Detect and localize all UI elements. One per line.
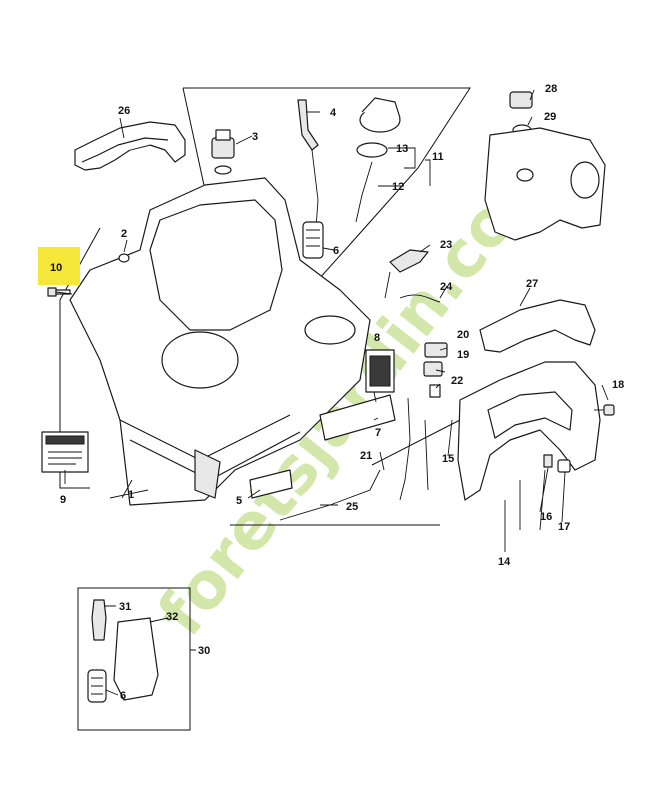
part-20-switch — [424, 342, 448, 358]
part-7-label — [319, 394, 396, 441]
part-26-handle-cover — [74, 121, 186, 171]
part-23-trigger — [384, 249, 429, 299]
part-18-screw — [594, 404, 615, 416]
part-22-contact — [429, 384, 441, 398]
callout-10-highlight — [38, 247, 80, 285]
callout-29: 29 — [544, 111, 556, 123]
callout-24: 24 — [440, 281, 453, 293]
callout-15: 15 — [442, 453, 454, 465]
part-17-spacer — [557, 459, 571, 473]
callout-26: 26 — [118, 105, 130, 117]
part-1-main-housing — [69, 177, 371, 506]
part-12-strap — [355, 161, 373, 223]
leader-lines — [55, 89, 609, 696]
part-4-pickup — [297, 99, 319, 229]
callout-31: 31 — [119, 601, 131, 613]
part-6-fuel-filter — [302, 221, 324, 259]
callout-12: 12 — [392, 181, 404, 193]
part-16-screw — [543, 454, 553, 468]
part-21-wire — [399, 397, 429, 501]
callout-8: 8 — [374, 332, 380, 344]
callout-7: 7 — [375, 427, 381, 439]
callout-3: 3 — [252, 131, 258, 143]
callout-27: 27 — [526, 278, 538, 290]
callout-32: 32 — [166, 611, 178, 623]
callout-21: 21 — [360, 450, 372, 462]
part-14-handle-half — [457, 361, 601, 501]
callout-19: 19 — [457, 349, 469, 361]
callout-25: 25 — [346, 501, 358, 513]
callout-9: 9 — [60, 494, 66, 506]
callout-2: 2 — [121, 228, 127, 240]
part-2-nut — [118, 253, 130, 263]
callout-20: 20 — [457, 329, 469, 341]
part-25-wire — [279, 469, 381, 521]
callout-6: 6 — [333, 245, 339, 257]
part-9-decal — [41, 431, 89, 473]
throttle-housing — [484, 127, 606, 241]
callout-4: 4 — [330, 107, 337, 119]
callout-10: 10 — [50, 262, 62, 274]
callout-30: 30 — [198, 645, 210, 657]
callout-14: 14 — [498, 556, 511, 568]
callout-13: 13 — [396, 143, 408, 155]
callout-5: 5 — [236, 495, 242, 507]
part-13-fuel-cap — [356, 97, 401, 158]
callout-22: 22 — [451, 375, 463, 387]
callout-18: 18 — [612, 379, 624, 391]
assembly-frame — [183, 87, 471, 301]
callout-17: 17 — [558, 521, 570, 533]
part-8-label — [365, 349, 395, 393]
callout-1: 1 — [128, 489, 134, 501]
service-kit-inset — [77, 587, 191, 731]
callout-16: 16 — [540, 511, 552, 523]
part-24-cable — [399, 294, 441, 303]
callout-6b: 6 — [120, 690, 126, 702]
callout-11: 11 — [432, 151, 444, 163]
callout-28: 28 — [545, 83, 557, 95]
assembly-frame-right — [230, 419, 461, 526]
part-3-fitting — [211, 129, 235, 175]
part-27-handle-cover — [479, 299, 596, 353]
callout-23: 23 — [440, 239, 452, 251]
part-19-switch — [423, 361, 443, 377]
part-5-plate — [249, 469, 293, 499]
